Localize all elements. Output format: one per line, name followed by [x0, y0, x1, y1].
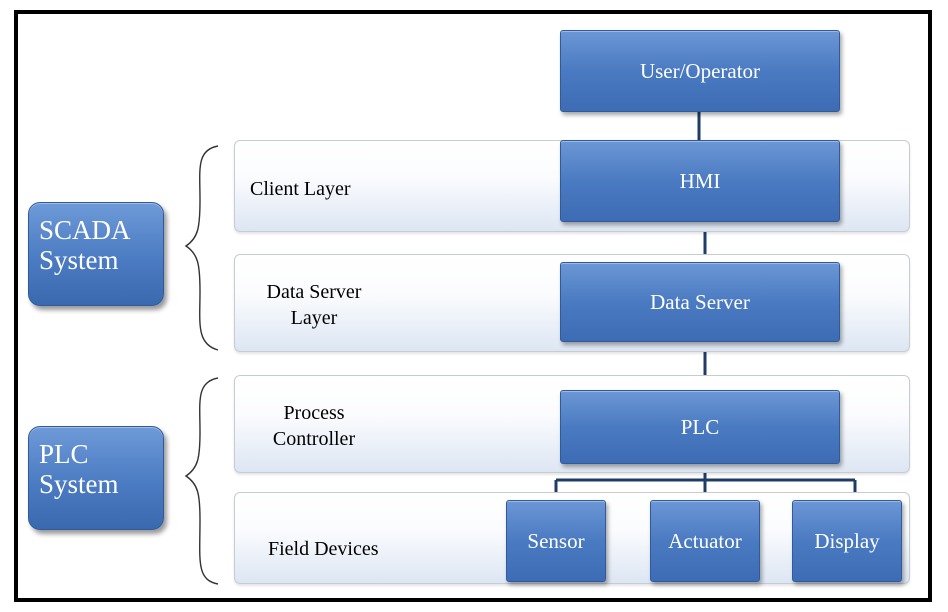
client-layer-label: Client Layer: [250, 178, 351, 200]
actuator-node: Actuator: [650, 500, 760, 582]
plc-node: PLC: [560, 390, 840, 464]
hmi-node: HMI: [560, 140, 840, 222]
plc-system-box: PLC System: [28, 426, 164, 530]
process-controller-layer-label: Process Controller: [272, 402, 356, 450]
sensor-node: Sensor: [506, 500, 606, 582]
data-server-layer-label: Data Server Layer: [266, 281, 362, 329]
field-devices-layer-label: Field Devices: [268, 538, 379, 560]
user-operator-node: User/Operator: [560, 30, 840, 112]
brace-plc: [184, 377, 219, 585]
display-node: Display: [792, 500, 902, 582]
scada-system-box: SCADA System: [28, 202, 164, 306]
brace-scada: [184, 145, 219, 351]
data-server-node: Data Server: [560, 262, 840, 342]
